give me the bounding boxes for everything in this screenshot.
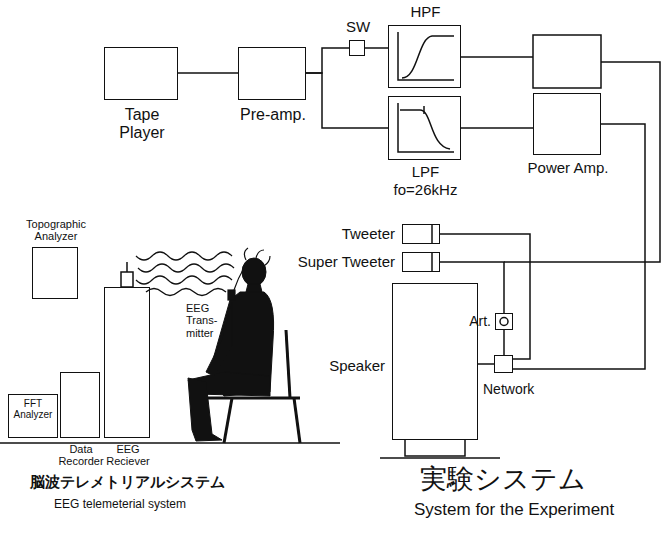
- network-box: Network: [494, 355, 513, 373]
- signal-wire: [306, 48, 349, 73]
- eeg-receiver: EEG Reciever: [104, 287, 150, 438]
- chair: [294, 398, 300, 443]
- low-pass-filter: LPFfo=26kHz: [388, 96, 461, 160]
- node-label: Data Recorder: [51, 443, 111, 468]
- system-name: EEG telemeterial system: [54, 498, 186, 511]
- node-label: Tape Player: [112, 106, 172, 142]
- signal-wire: [503, 330, 505, 355]
- eeg-waves: [136, 252, 232, 260]
- seated-person: [242, 258, 266, 286]
- electrode-wires: [264, 256, 270, 266]
- super-tweeter: Super Tweeter: [402, 252, 440, 272]
- floor-line: [0, 442, 340, 444]
- node-label: FFT Analyzer: [9, 398, 57, 420]
- seated-person: [246, 284, 262, 292]
- data-recorder: Data Recorder: [60, 372, 100, 438]
- signal-wire: [306, 73, 388, 128]
- node-label: HPF: [379, 4, 472, 21]
- power-amp-box: [533, 35, 601, 88]
- diagram-title: 実験システム: [420, 464, 586, 494]
- signal-wire: [365, 47, 388, 49]
- node-label: EEG Reciever: [100, 443, 156, 468]
- electrode-wires: [234, 268, 244, 290]
- eeg-antenna: [121, 262, 133, 287]
- filter-curve: [398, 32, 454, 80]
- eeg-waves: [138, 264, 234, 272]
- signal-wire: [440, 262, 504, 313]
- node-label: LPF: [369, 164, 482, 181]
- topographic-analyzer: Topographic Analyzer: [32, 247, 78, 299]
- eeg-waves: [136, 276, 232, 284]
- chair: [206, 397, 300, 400]
- speaker-detail: [500, 318, 508, 326]
- filter-curve: [398, 103, 454, 152]
- node-label: Speaker: [315, 358, 385, 375]
- node-label: Network: [483, 382, 563, 398]
- wire: [461, 57, 660, 262]
- wire: [504, 62, 660, 262]
- diagram-caption: System for the Experiment: [414, 500, 614, 519]
- component-label: EEG Trans- mitter: [186, 302, 228, 339]
- speaker-detail: [380, 224, 508, 458]
- seated-person: [188, 378, 222, 441]
- node-label: Power Amp.: [508, 160, 628, 177]
- node-label: SW: [338, 19, 378, 36]
- node-label: Pre-amp.: [223, 106, 323, 124]
- chair: [286, 330, 290, 398]
- eeg-antenna: [126, 262, 128, 272]
- seated-person: [188, 258, 274, 441]
- power-amp-box: [533, 35, 601, 88]
- electrode-wires: [228, 248, 270, 300]
- tape-player-box: Tape Player: [104, 47, 178, 100]
- preamp-box: Pre-amp.: [238, 47, 306, 100]
- system-name: 脳波テレメトリアルシステム: [30, 474, 225, 491]
- seated-person: [206, 302, 232, 376]
- eeg-waves: [136, 252, 234, 296]
- filter-curve: [400, 110, 450, 149]
- node-label: Art.: [456, 314, 491, 330]
- filter-curve: [398, 32, 454, 152]
- chair: [206, 330, 300, 443]
- speaker-detail: [431, 252, 433, 272]
- tweeter: Tweeter: [402, 224, 440, 244]
- node-label: Super Tweeter: [265, 254, 395, 271]
- node-label: Tweeter: [305, 226, 395, 243]
- node-label: fo=26kHz: [359, 182, 492, 199]
- speaker-detail: [431, 224, 433, 244]
- speaker-detail: [380, 457, 500, 459]
- high-pass-filter: HPF: [388, 25, 461, 88]
- eeg-antenna: [121, 272, 133, 287]
- fft-analyzer: FFT Analyzer: [8, 394, 58, 438]
- attenuator-box: Art.: [495, 313, 513, 330]
- signal-wire: [461, 127, 533, 129]
- eeg-waves: [146, 289, 226, 296]
- speaker-cabinet: Speaker: [392, 283, 478, 440]
- node-label: Topographic Analyzer: [23, 218, 89, 243]
- filter-curve: [423, 106, 425, 114]
- chair: [224, 398, 232, 443]
- signal-wire: [478, 363, 494, 365]
- electrode-wires: [256, 250, 264, 258]
- power-amp-box: Power Amp.: [533, 93, 601, 155]
- floor-line: [0, 442, 340, 444]
- filter-curve: [402, 36, 454, 78]
- electrode-wires: [244, 248, 248, 260]
- signal-wire: [178, 72, 238, 74]
- wire: [461, 56, 533, 58]
- speaker-detail: [405, 440, 465, 456]
- electrode-wires: [228, 290, 235, 300]
- switch-box: SW: [349, 40, 365, 56]
- signal-wire: [440, 234, 530, 359]
